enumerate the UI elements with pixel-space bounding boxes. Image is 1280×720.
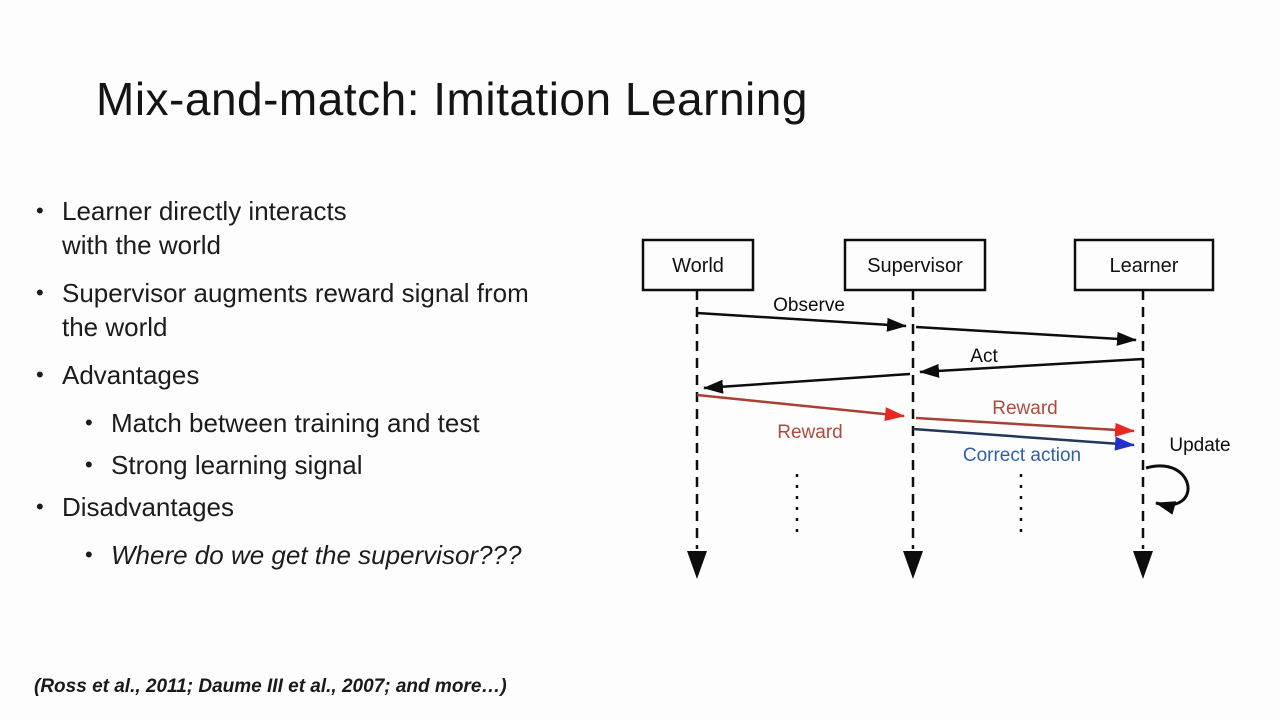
- bullet-line: Where do we get the supervisor???: [111, 540, 522, 570]
- world-actor-box: [641, 238, 755, 292]
- bullet-marker: •: [36, 198, 44, 223]
- supervisor-actor-label: Supervisor: [867, 255, 963, 277]
- update-self-loop-arrow: [1145, 464, 1190, 515]
- bullet-line: with the world: [62, 230, 221, 260]
- bullet-line: Disadvantages: [62, 492, 234, 522]
- reward-label-right: Reward: [992, 398, 1057, 419]
- bullet-line: Match between training and test: [111, 408, 480, 438]
- bullet-match-training-test: • Match between training and test: [85, 406, 636, 440]
- citation-text: (Ross et al., 2011; Daume III et al., 20…: [34, 676, 507, 697]
- learner-lifeline-arrowhead-icon: [1133, 551, 1153, 579]
- bullet-learner-interacts: • Learner directly interacts with the wo…: [36, 194, 636, 262]
- act-arrow-learner-supervisor: [919, 357, 1144, 378]
- slide-title: Mix-and-match: Imitation Learning: [96, 73, 808, 125]
- bullet-line: Learner directly interacts: [62, 196, 347, 226]
- act-arrow-supervisor-world: [703, 372, 911, 394]
- observe-label: Observe: [773, 295, 845, 316]
- bullet-disadvantages: • Disadvantages: [36, 490, 636, 524]
- bullet-list: • Learner directly interacts with the wo…: [36, 194, 636, 580]
- bullet-marker: •: [85, 452, 93, 477]
- reward-arrow-supervisor-learner: [915, 416, 1135, 437]
- world-actor-label: World: [672, 255, 724, 277]
- bullet-line: Supervisor augments reward signal from: [62, 278, 529, 308]
- supervisor-lifeline-arrowhead-icon: [903, 551, 923, 579]
- bullet-strong-signal: • Strong learning signal: [85, 448, 636, 482]
- correct-action-label: Correct action: [963, 445, 1081, 466]
- bullet-marker: •: [36, 280, 44, 305]
- bullet-line: Strong learning signal: [111, 450, 363, 480]
- update-label: Update: [1169, 435, 1230, 456]
- reward-arrow-world-supervisor: [696, 393, 905, 422]
- bullet-line: the world: [62, 312, 168, 342]
- reward-label-left: Reward: [777, 422, 842, 443]
- learner-actor-label: Learner: [1110, 255, 1179, 277]
- bullet-marker: •: [85, 542, 93, 567]
- bullet-marker: •: [36, 494, 44, 519]
- bullet-marker: •: [85, 410, 93, 435]
- bullet-supervisor-augments: • Supervisor augments reward signal from…: [36, 276, 636, 344]
- supervisor-actor-box: [843, 238, 987, 292]
- bullet-advantages: • Advantages: [36, 358, 636, 392]
- world-lifeline-arrowhead-icon: [687, 551, 707, 579]
- correct-action-arrow: [912, 427, 1135, 451]
- observe-arrow-supervisor-learner: [915, 325, 1137, 346]
- bullet-marker: •: [36, 362, 44, 387]
- bullet-line: Advantages: [62, 360, 200, 390]
- act-label: Act: [970, 346, 998, 367]
- observe-arrow-world-supervisor: [696, 311, 907, 332]
- bullet-where-supervisor: • Where do we get the supervisor???: [85, 538, 636, 572]
